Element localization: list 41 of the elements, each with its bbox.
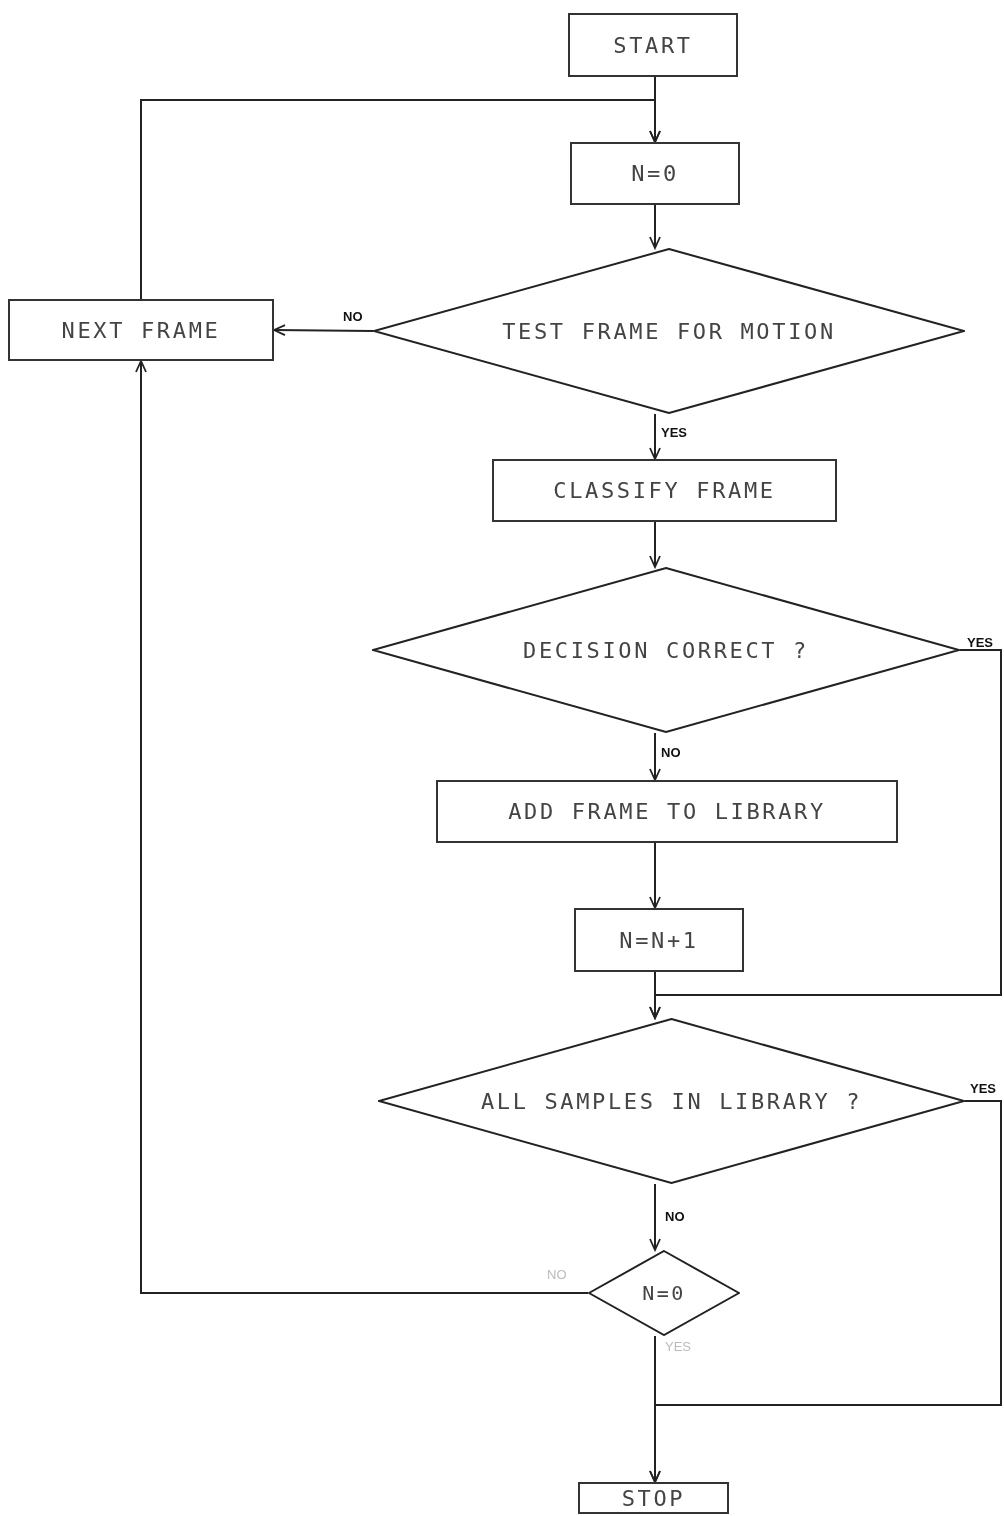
arrow [649,521,661,568]
node-label: CLASSIFY FRAME [553,477,776,505]
arrow [649,1335,661,1483]
arrow [649,1183,661,1251]
process-box [578,1482,729,1514]
arrow [135,360,589,1294]
edge-label: YES [664,1340,692,1353]
edge-label: NO [342,310,364,323]
arrow [273,324,374,336]
decision-diamond [378,1018,965,1184]
edge-label: NO [664,1210,686,1223]
node-label: START [613,31,693,60]
node-label: N=0 [631,160,679,188]
node-label: DECISION CORRECT ? [523,636,809,665]
arrow [649,971,661,1019]
node-label: NEXT FRAME [61,316,221,345]
edge-label: YES [660,426,688,439]
process-box [568,13,738,77]
process-box [8,299,274,361]
edge-label: YES [969,1082,997,1095]
process-box [570,142,740,205]
process-box [492,459,837,522]
decision-diamond [588,1250,740,1336]
arrow [649,204,661,249]
node-label: STOP [621,1484,686,1513]
edge-label: NO [660,746,682,759]
process-box [436,780,898,843]
node-label: ALL SAMPLES IN LIBRARY ? [480,1087,863,1116]
process-box [574,908,744,972]
decision-diamond [373,248,965,414]
node-label: N=N+1 [619,926,699,955]
arrow [140,99,661,300]
arrow [649,842,661,909]
node-label: TEST FRAME FOR MOTION [502,317,836,346]
arrow [649,732,661,781]
node-label: ADD FRAME TO LIBRARY [508,798,826,826]
edge-label: NO [546,1268,568,1281]
arrow [649,413,661,460]
edge-label: YES [966,636,994,649]
decision-diamond [372,567,960,733]
node-label: N=0 [642,1280,686,1307]
